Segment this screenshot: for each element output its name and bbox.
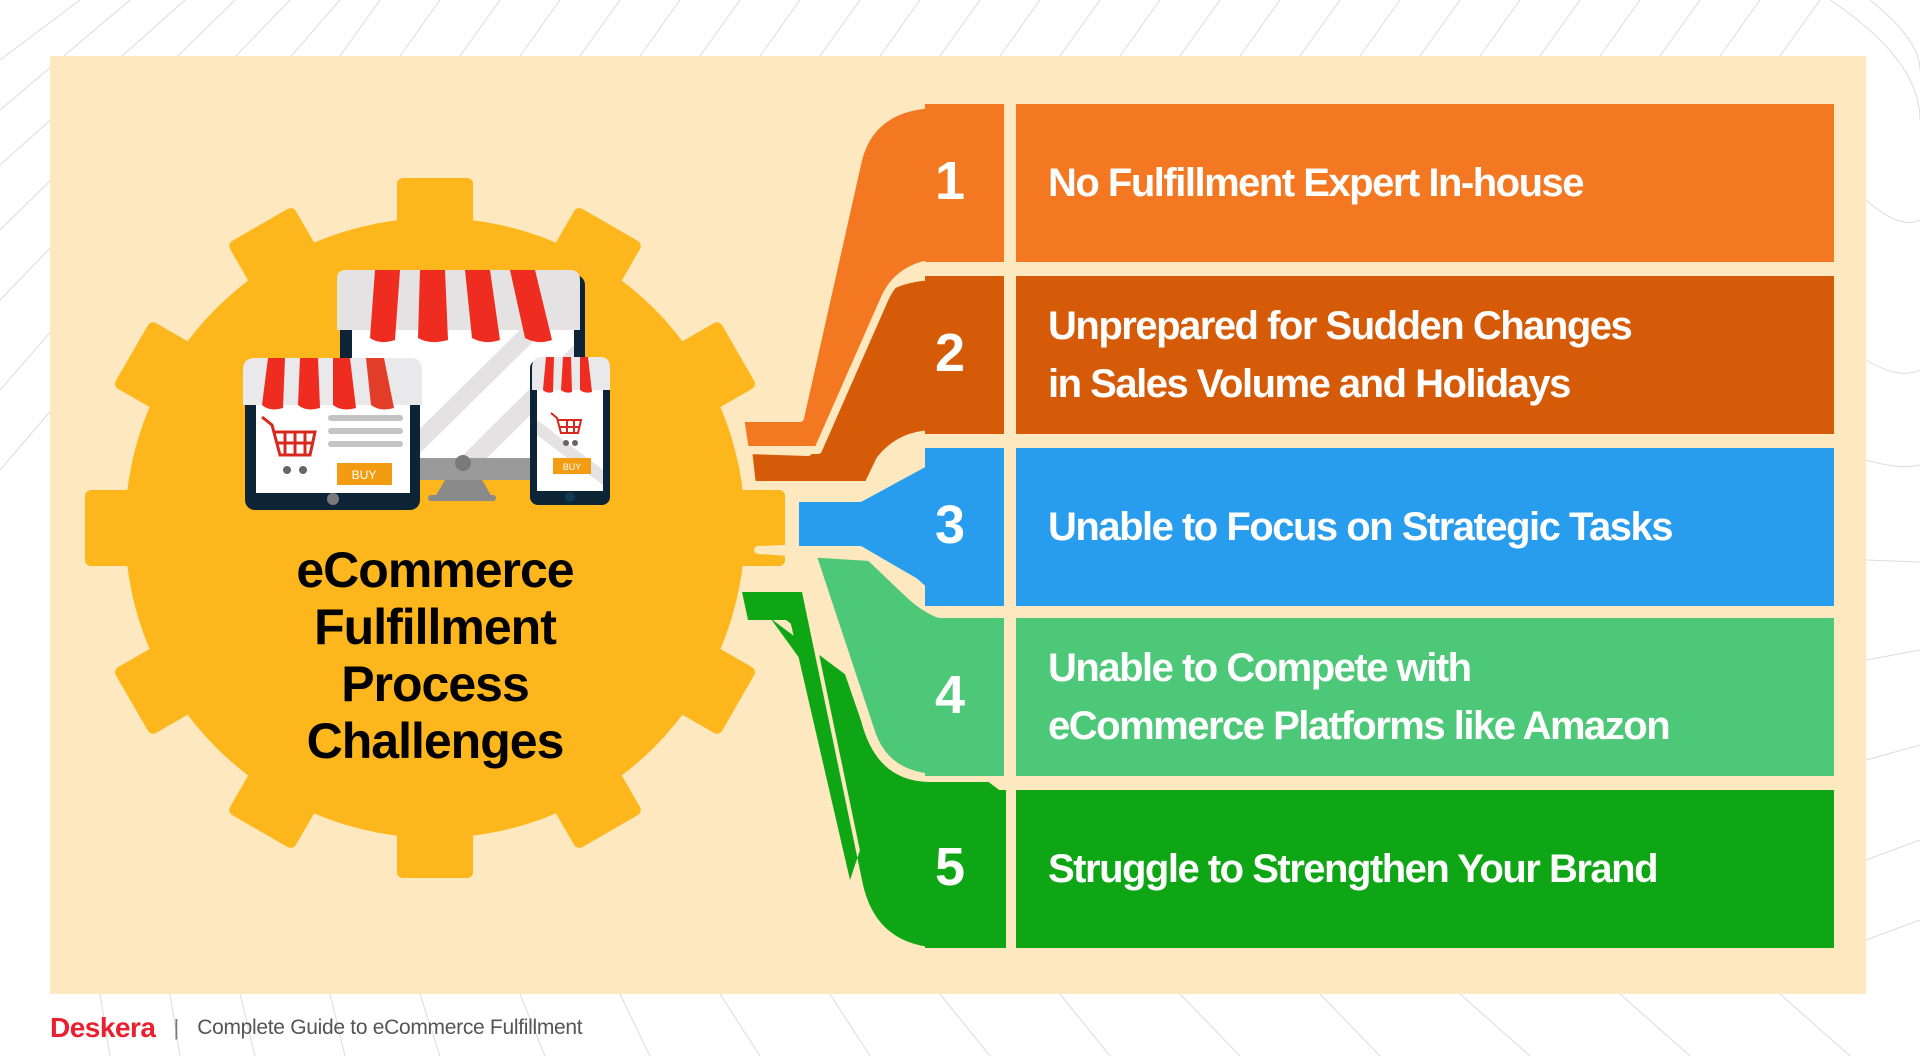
number-column bbox=[925, 104, 1004, 948]
challenge-number-4: 4 bbox=[934, 665, 966, 725]
diagram-title: eCommerce Fulfillment Process Challenges bbox=[195, 542, 675, 770]
challenge-number-2: 2 bbox=[934, 323, 966, 383]
challenge-item-2: Unprepared for Sudden Changes in Sales V… bbox=[1016, 276, 1834, 434]
challenge-item-5: Struggle to Strengthen Your Brand bbox=[1016, 790, 1834, 948]
challenge-text: Unable to Focus on Strategic Tasks bbox=[1048, 505, 1673, 549]
title-line: Process bbox=[341, 656, 530, 712]
challenge-item-4: Unable to Compete with eCommerce Platfor… bbox=[1016, 618, 1834, 776]
challenge-number-3: 3 bbox=[934, 495, 966, 555]
title-line: Challenges bbox=[306, 713, 565, 769]
footer-separator: | bbox=[173, 1015, 180, 1040]
storefront-illustration: BUY BUY bbox=[243, 270, 610, 510]
tablet-buy-button: BUY bbox=[352, 468, 377, 482]
tablet-icon: BUY bbox=[243, 358, 422, 510]
challenge-text: Struggle to Strengthen Your Brand bbox=[1048, 847, 1659, 891]
shopping-cart-icon bbox=[261, 415, 317, 457]
challenge-text: Unprepared for Sudden Changes in Sales V… bbox=[1048, 304, 1633, 406]
guide-title: Complete Guide to eCommerce Fulfillment bbox=[197, 1016, 583, 1039]
challenge-number-5: 5 bbox=[934, 837, 966, 897]
challenge-number-1: 1 bbox=[934, 151, 966, 211]
footer: Deskera | Complete Guide to eCommerce Fu… bbox=[50, 1010, 583, 1046]
title-line: Fulfillment bbox=[314, 599, 557, 655]
challenge-item-3: Unable to Focus on Strategic Tasks bbox=[1016, 448, 1834, 606]
phone-buy-button: BUY bbox=[563, 462, 582, 472]
challenge-text: No Fulfillment Expert In-house bbox=[1048, 161, 1585, 205]
challenge-item-1: No Fulfillment Expert In-house bbox=[1016, 104, 1834, 262]
challenge-text: Unable to Compete with eCommerce Platfor… bbox=[1048, 646, 1671, 748]
phone-icon: BUY bbox=[530, 357, 610, 505]
title-line: eCommerce bbox=[296, 542, 574, 598]
deskera-logo: Deskera bbox=[50, 1012, 156, 1043]
